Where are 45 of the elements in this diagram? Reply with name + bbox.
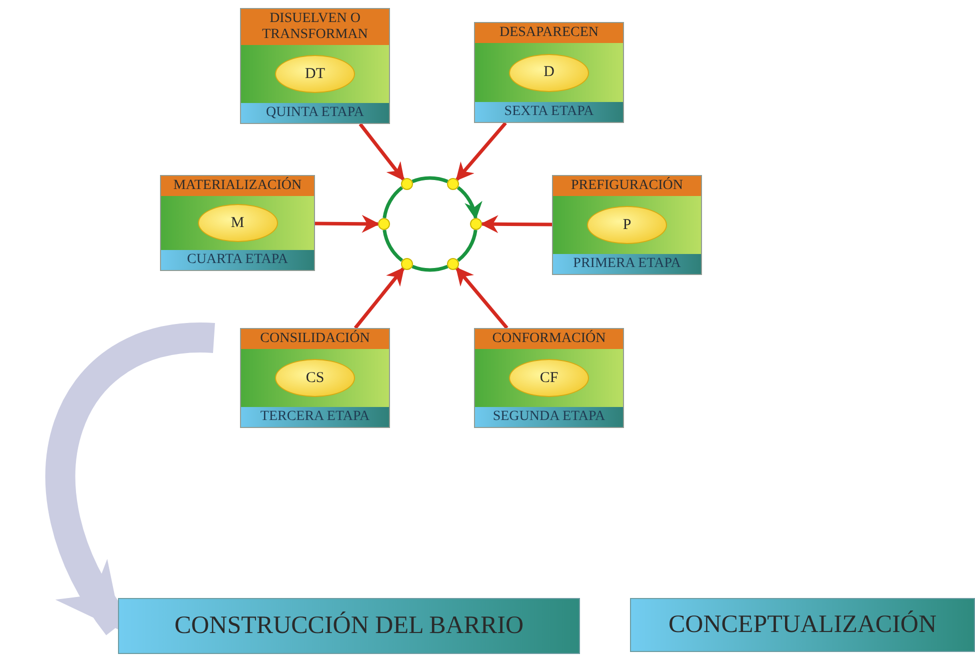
arrow	[314, 214, 380, 233]
stage-title: DISUELVEN O TRANSFORMAN	[241, 9, 389, 45]
ring-arrow	[456, 186, 482, 220]
arrow	[456, 122, 507, 181]
stage-number: SEXTA ETAPA	[475, 102, 623, 122]
stage-number: PRIMERA ETAPA	[553, 254, 701, 274]
arrow	[354, 267, 405, 330]
stage-card	[474, 22, 624, 123]
phase-banner: CONCEPTUALIZACIÓN	[630, 598, 975, 652]
stage-ellipse: CF	[509, 359, 589, 397]
ring-arc	[456, 230, 478, 262]
ring-arc	[412, 264, 448, 272]
stage-title: DESAPARECEN	[475, 23, 623, 43]
ring-dot	[378, 218, 390, 230]
stage-ellipse: D	[509, 54, 589, 92]
stage-card	[240, 328, 390, 428]
stage-number: QUINTA ETAPA	[241, 103, 389, 123]
stage-ellipse: P	[587, 206, 667, 244]
stage-number: CUARTA ETAPA	[161, 250, 314, 270]
stage-card	[160, 175, 315, 271]
stage-card	[552, 175, 702, 275]
curved-arrow	[46, 323, 214, 634]
stage-number: SEGUNDA ETAPA	[475, 407, 623, 427]
ring-dot	[447, 258, 459, 270]
ring-arc	[412, 176, 448, 184]
ring-arc	[382, 186, 404, 218]
arrow	[480, 215, 552, 234]
stage-number: TERCERA ETAPA	[241, 407, 389, 427]
stage-title: CONSILIDACIÓN	[241, 329, 389, 349]
stage-ellipse: DT	[275, 55, 355, 93]
arrow	[456, 267, 508, 330]
ring-dot	[401, 178, 413, 190]
ring-dot	[470, 218, 482, 230]
stage-ellipse: M	[198, 204, 278, 242]
arrow	[358, 122, 405, 181]
stage-title: CONFORMACIÓN	[475, 329, 623, 349]
ring-dot	[401, 258, 413, 270]
stage-title: MATERIALIZACIÓN	[161, 176, 314, 196]
stage-title: PREFIGURACIÓN	[553, 176, 701, 196]
stage-card	[240, 8, 390, 124]
stage-ellipse: CS	[275, 359, 355, 397]
stage-card	[474, 328, 624, 428]
ring-arc	[382, 230, 404, 262]
ring-dot	[447, 178, 459, 190]
phase-banner: CONSTRUCCIÓN DEL BARRIO	[118, 598, 580, 654]
